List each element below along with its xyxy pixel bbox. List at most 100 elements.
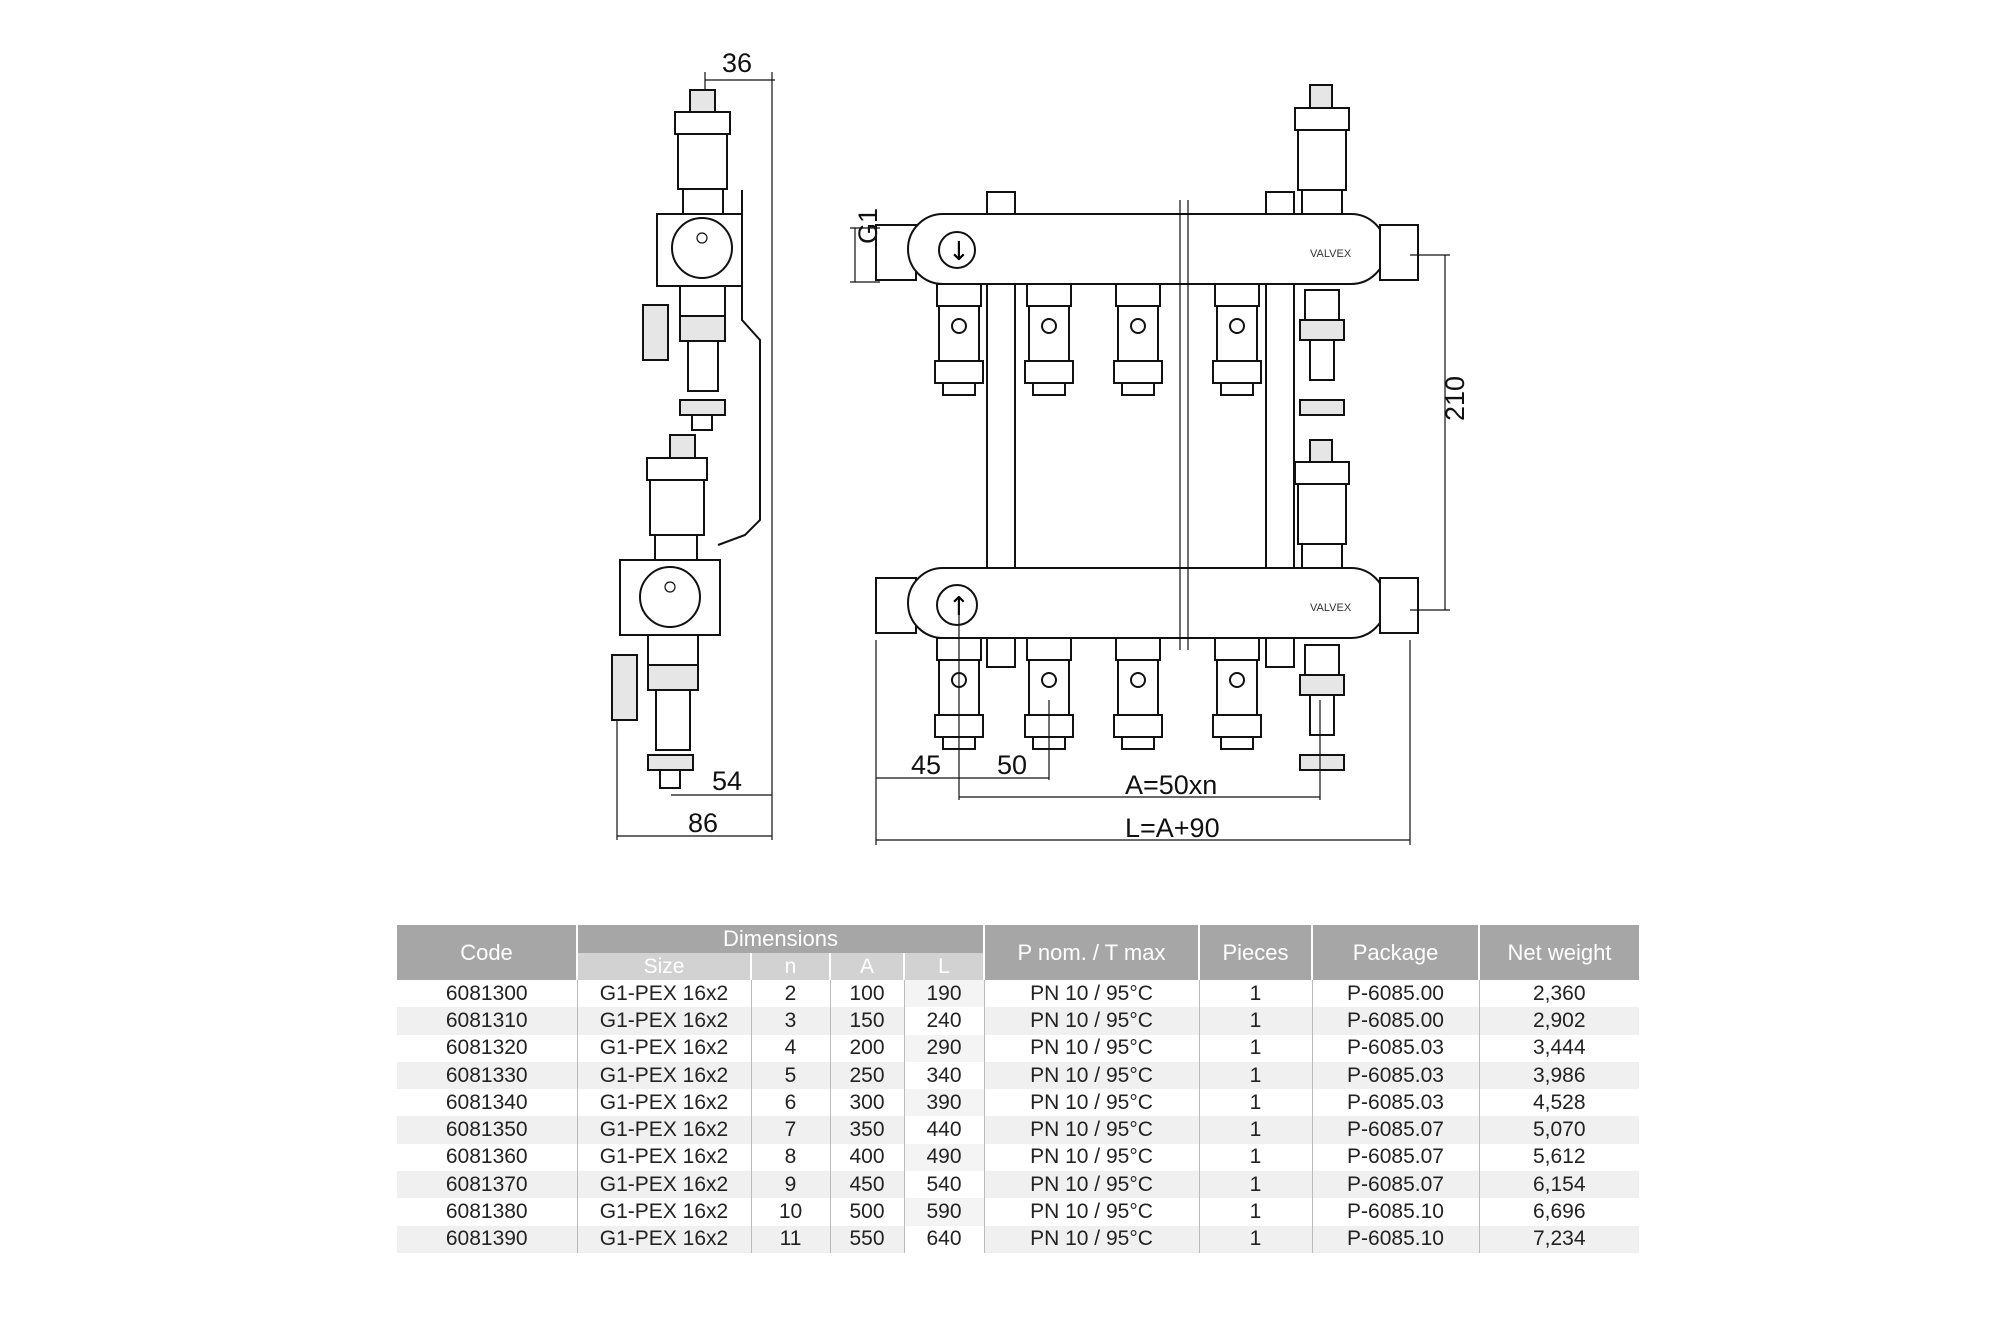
- cell-a: 450: [829, 1171, 904, 1199]
- product-table: Code Dimensions P nom. / T max Pieces Pa…: [397, 925, 1639, 1253]
- cell-package: P-6085.00: [1311, 980, 1479, 1008]
- cell-p: PN 10 / 95°C: [983, 980, 1199, 1008]
- dim-210: 210: [1440, 376, 1470, 421]
- cell-pieces: 1: [1198, 1198, 1312, 1226]
- cell-weight: 3,986: [1478, 1061, 1639, 1090]
- cell-size: G1-PEX 16x2: [576, 1171, 751, 1199]
- cell-pieces: 1: [1198, 1225, 1312, 1253]
- cell-code: 6081390: [397, 1225, 577, 1253]
- dim-36: 36: [722, 48, 752, 78]
- cell-n: 7: [750, 1116, 830, 1144]
- side-view: 36 54 86: [611, 48, 775, 840]
- cell-code: 6081350: [397, 1116, 577, 1144]
- cell-package: P-6085.10: [1311, 1198, 1479, 1226]
- cell-p: PN 10 / 95°C: [983, 1007, 1199, 1035]
- dim-a-formula: A=50xn: [1125, 770, 1217, 800]
- cell-package: P-6085.07: [1311, 1116, 1479, 1144]
- cell-l: 540: [903, 1171, 984, 1199]
- col-code: Code: [397, 925, 577, 980]
- col-dimensions: Dimensions: [576, 925, 984, 953]
- col-net-weight: Net weight: [1478, 925, 1639, 980]
- cell-p: PN 10 / 95°C: [983, 1171, 1199, 1199]
- cell-n: 9: [750, 1171, 830, 1199]
- outlet-valve-icon: [1113, 637, 1163, 750]
- col-n: n: [750, 953, 830, 980]
- col-pressure: P nom. / T max: [983, 925, 1199, 980]
- dim-g1: G1: [853, 208, 883, 244]
- cell-pieces: 1: [1198, 1034, 1312, 1062]
- cell-a: 300: [829, 1089, 904, 1117]
- cell-l: 440: [903, 1116, 984, 1144]
- cell-weight: 7,234: [1478, 1225, 1639, 1253]
- dim-45: 45: [911, 750, 941, 780]
- cell-p: PN 10 / 95°C: [983, 1143, 1199, 1172]
- cell-n: 8: [750, 1143, 830, 1172]
- cell-pieces: 1: [1198, 1089, 1312, 1117]
- cell-l: 290: [903, 1034, 984, 1062]
- cell-weight: 4,528: [1478, 1089, 1639, 1117]
- cell-p: PN 10 / 95°C: [983, 1225, 1199, 1253]
- cell-pieces: 1: [1198, 980, 1312, 1008]
- cell-package: P-6085.07: [1311, 1171, 1479, 1199]
- cell-code: 6081330: [397, 1061, 577, 1090]
- cell-size: G1-PEX 16x2: [576, 980, 751, 1008]
- cell-size: G1-PEX 16x2: [576, 1089, 751, 1117]
- cell-package: P-6085.10: [1311, 1225, 1479, 1253]
- cell-p: PN 10 / 95°C: [983, 1116, 1199, 1144]
- outlet-valve-icon: [1212, 637, 1262, 750]
- cell-p: PN 10 / 95°C: [983, 1061, 1199, 1090]
- cell-l: 390: [903, 1089, 984, 1117]
- cell-p: PN 10 / 95°C: [983, 1089, 1199, 1117]
- cell-a: 350: [829, 1116, 904, 1144]
- cell-code: 6081370: [397, 1171, 577, 1199]
- cell-n: 5: [750, 1061, 830, 1090]
- outlet-valve-icon: [934, 283, 984, 396]
- outlet-valve-icon: [1113, 283, 1163, 396]
- cell-weight: 5,070: [1478, 1116, 1639, 1144]
- cell-a: 100: [829, 980, 904, 1008]
- dim-l-formula: L=A+90: [1125, 813, 1220, 843]
- cell-pieces: 1: [1198, 1171, 1312, 1199]
- cell-a: 550: [829, 1225, 904, 1253]
- cell-code: 6081340: [445, 1090, 528, 1114]
- cell-a: 200: [829, 1034, 904, 1062]
- cell-n: 3: [750, 1007, 830, 1035]
- cell-l: 640: [903, 1225, 984, 1253]
- col-pieces: Pieces: [1198, 925, 1312, 980]
- cell-weight: 6,154: [1478, 1171, 1639, 1199]
- dim-50: 50: [997, 750, 1027, 780]
- cell-weight: 2,902: [1478, 1007, 1639, 1035]
- col-l: L: [903, 953, 984, 980]
- cell-n: 2: [750, 980, 830, 1008]
- logo-top: VALVEX: [1310, 248, 1352, 260]
- cell-package: P-6085.07: [1311, 1143, 1479, 1172]
- col-size: Size: [576, 953, 751, 980]
- cell-p: PN 10 / 95°C: [983, 1198, 1199, 1226]
- cell-l: 340: [903, 1061, 984, 1090]
- col-a: A: [829, 953, 904, 980]
- cell-n: 6: [750, 1089, 830, 1117]
- dim-86: 86: [688, 808, 718, 838]
- cell-weight: 5,612: [1478, 1143, 1639, 1172]
- dim-54: 54: [712, 766, 742, 796]
- cell-size: G1-PEX 16x2: [576, 1061, 751, 1090]
- cell-l: 590: [903, 1198, 984, 1226]
- cell-n: 11: [750, 1225, 830, 1253]
- cell-weight: 6,696: [1478, 1198, 1639, 1226]
- cell-size: G1-PEX 16x2: [576, 1143, 751, 1172]
- cell-code: 6081310: [397, 1007, 577, 1035]
- cell-package: P-6085.03: [1311, 1034, 1479, 1062]
- cell-package: P-6085.03: [1311, 1089, 1479, 1117]
- cell-size: G1-PEX 16x2: [576, 1198, 751, 1226]
- cell-size: G1-PEX 16x2: [576, 1225, 751, 1253]
- supply-arrow-icon: ↓: [948, 237, 970, 267]
- outlet-valve-icon: [1024, 283, 1074, 396]
- cell-a: 400: [829, 1143, 904, 1172]
